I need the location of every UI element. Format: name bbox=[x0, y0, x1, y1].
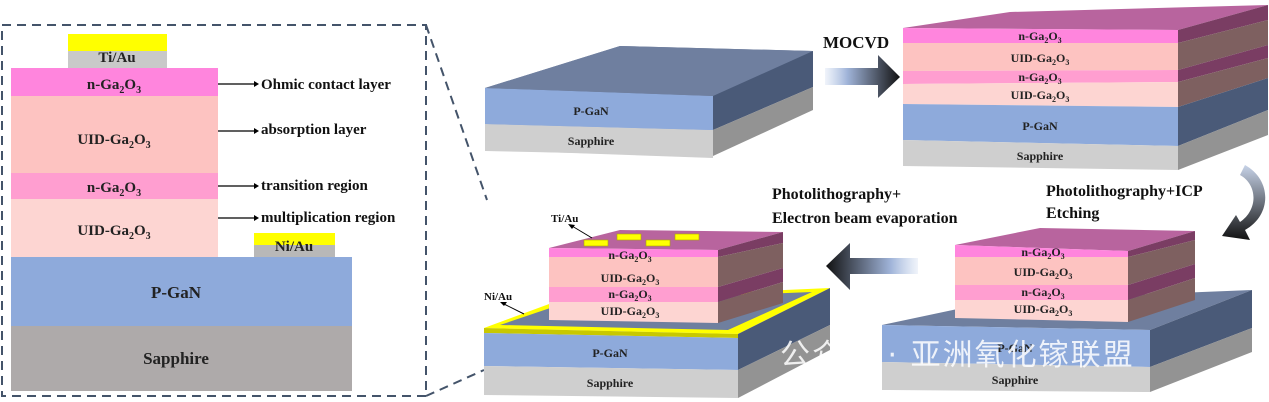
layer-p-gan bbox=[11, 257, 352, 326]
arrow3-icon bbox=[826, 243, 918, 290]
layer-sapphire-label: Sapphire bbox=[143, 349, 209, 368]
step3-n-top-label: n-Ga2O3 bbox=[1021, 245, 1064, 261]
layer-uid-multiplication bbox=[11, 199, 218, 257]
step1-pgan-label: P-GaN bbox=[573, 104, 609, 118]
step4-uid-top-label: UID-Ga2O3 bbox=[601, 271, 660, 287]
inset-frame bbox=[1, 24, 427, 397]
step2-n-mid-label: n-Ga2O3 bbox=[1018, 70, 1061, 86]
arrow2-label-line1: Photolithography+ICP bbox=[1046, 183, 1203, 200]
ni-au-label: Ni/Au bbox=[275, 239, 313, 255]
layer-n-ga2o3-transition bbox=[11, 173, 218, 199]
arrow2-icon bbox=[1222, 165, 1266, 240]
step1-sapphire-label: Sapphire bbox=[568, 134, 615, 148]
ti-au-base bbox=[68, 51, 167, 68]
step4-sapphire-label: Sapphire bbox=[587, 376, 634, 390]
annotation-ohmic: Ohmic contact layer bbox=[261, 77, 391, 93]
annotation-transition: transition region bbox=[261, 178, 368, 194]
ti-au-pad-4 bbox=[674, 233, 700, 241]
ti-au-pad-2 bbox=[616, 233, 642, 241]
ti-au-gold bbox=[68, 34, 167, 51]
step4-n-mid-label: n-Ga2O3 bbox=[608, 287, 651, 303]
annotation-multiplication: multiplication region bbox=[261, 210, 396, 226]
step3-wafer: n-Ga2O3 UID-Ga2O3 n-Ga2O3 UID-Ga2O3 P-Ga… bbox=[882, 228, 1252, 392]
step4-pgan-label: P-GaN bbox=[592, 346, 628, 360]
step4-n-top-label: n-Ga2O3 bbox=[608, 248, 651, 264]
layer-n-ga2o3-top-label: n-Ga2O3 bbox=[87, 77, 141, 96]
ni-au-gold bbox=[254, 233, 335, 245]
step1-wafer: P-GaN Sapphire bbox=[485, 46, 813, 158]
layer-p-gan-label: P-GaN bbox=[151, 283, 202, 302]
layer-uid-multiplication-label: UID-Ga2O3 bbox=[77, 223, 150, 242]
arrow2-label-line2: Etching bbox=[1046, 205, 1099, 222]
step3-n-mid-label: n-Ga2O3 bbox=[1021, 285, 1064, 301]
annotations: Ohmic contact layer absorption layer tra… bbox=[218, 77, 396, 226]
step4-uid-bot-label: UID-Ga2O3 bbox=[601, 304, 660, 320]
arrow1-label: MOCVD bbox=[823, 33, 889, 52]
step3-sapphire-label: Sapphire bbox=[992, 373, 1039, 387]
annotation-absorption: absorption layer bbox=[261, 122, 367, 138]
layer-uid-absorption-label: UID-Ga2O3 bbox=[77, 132, 150, 151]
layer-sapphire bbox=[11, 326, 352, 391]
arrow1-icon bbox=[825, 55, 900, 98]
step2-n-top-label: n-Ga2O3 bbox=[1018, 29, 1061, 45]
cross-section: Ti/Au n-Ga2O3 UID-Ga2O3 n-Ga2O3 UID-Ga2O… bbox=[11, 34, 352, 391]
zoom-line-top bbox=[425, 24, 488, 201]
step3-pgan-label: P-GaN bbox=[997, 341, 1033, 355]
step2-pgan-label: P-GaN bbox=[1022, 119, 1058, 133]
step2-wafer: n-Ga2O3 UID-Ga2O3 n-Ga2O3 UID-Ga2O3 P-Ga… bbox=[903, 5, 1268, 170]
step2-uid-top-label: UID-Ga2O3 bbox=[1011, 51, 1070, 67]
arrow3-label-line2: Electron beam evaporation bbox=[772, 210, 958, 227]
ti-au-pad-1 bbox=[583, 239, 609, 247]
step3-uid-bot-label: UID-Ga2O3 bbox=[1014, 302, 1073, 318]
step2-uid-bot-label: UID-Ga2O3 bbox=[1011, 88, 1070, 104]
step4-ti-au-label: Ti/Au bbox=[551, 213, 578, 225]
step2-sapphire-label: Sapphire bbox=[1017, 149, 1064, 163]
watermark: 公众号 · 亚洲氧化镓联盟 bbox=[780, 338, 1135, 373]
ti-au-pad-3 bbox=[645, 239, 671, 247]
layer-uid-absorption bbox=[11, 96, 218, 173]
step3-uid-top-label: UID-Ga2O3 bbox=[1014, 265, 1073, 281]
ni-au-base bbox=[254, 245, 335, 257]
ti-au-label: Ti/Au bbox=[98, 50, 135, 66]
layer-n-ga2o3-transition-label: n-Ga2O3 bbox=[87, 180, 141, 199]
step4-device: n-Ga2O3 UID-Ga2O3 n-Ga2O3 UID-Ga2O3 P-Ga… bbox=[484, 213, 830, 398]
zoom-line-bottom bbox=[425, 369, 485, 397]
arrow3-label-line1: Photolithography+ bbox=[772, 186, 901, 203]
step4-ni-au-label: Ni/Au bbox=[484, 291, 512, 303]
layer-n-ga2o3-top bbox=[11, 68, 218, 96]
